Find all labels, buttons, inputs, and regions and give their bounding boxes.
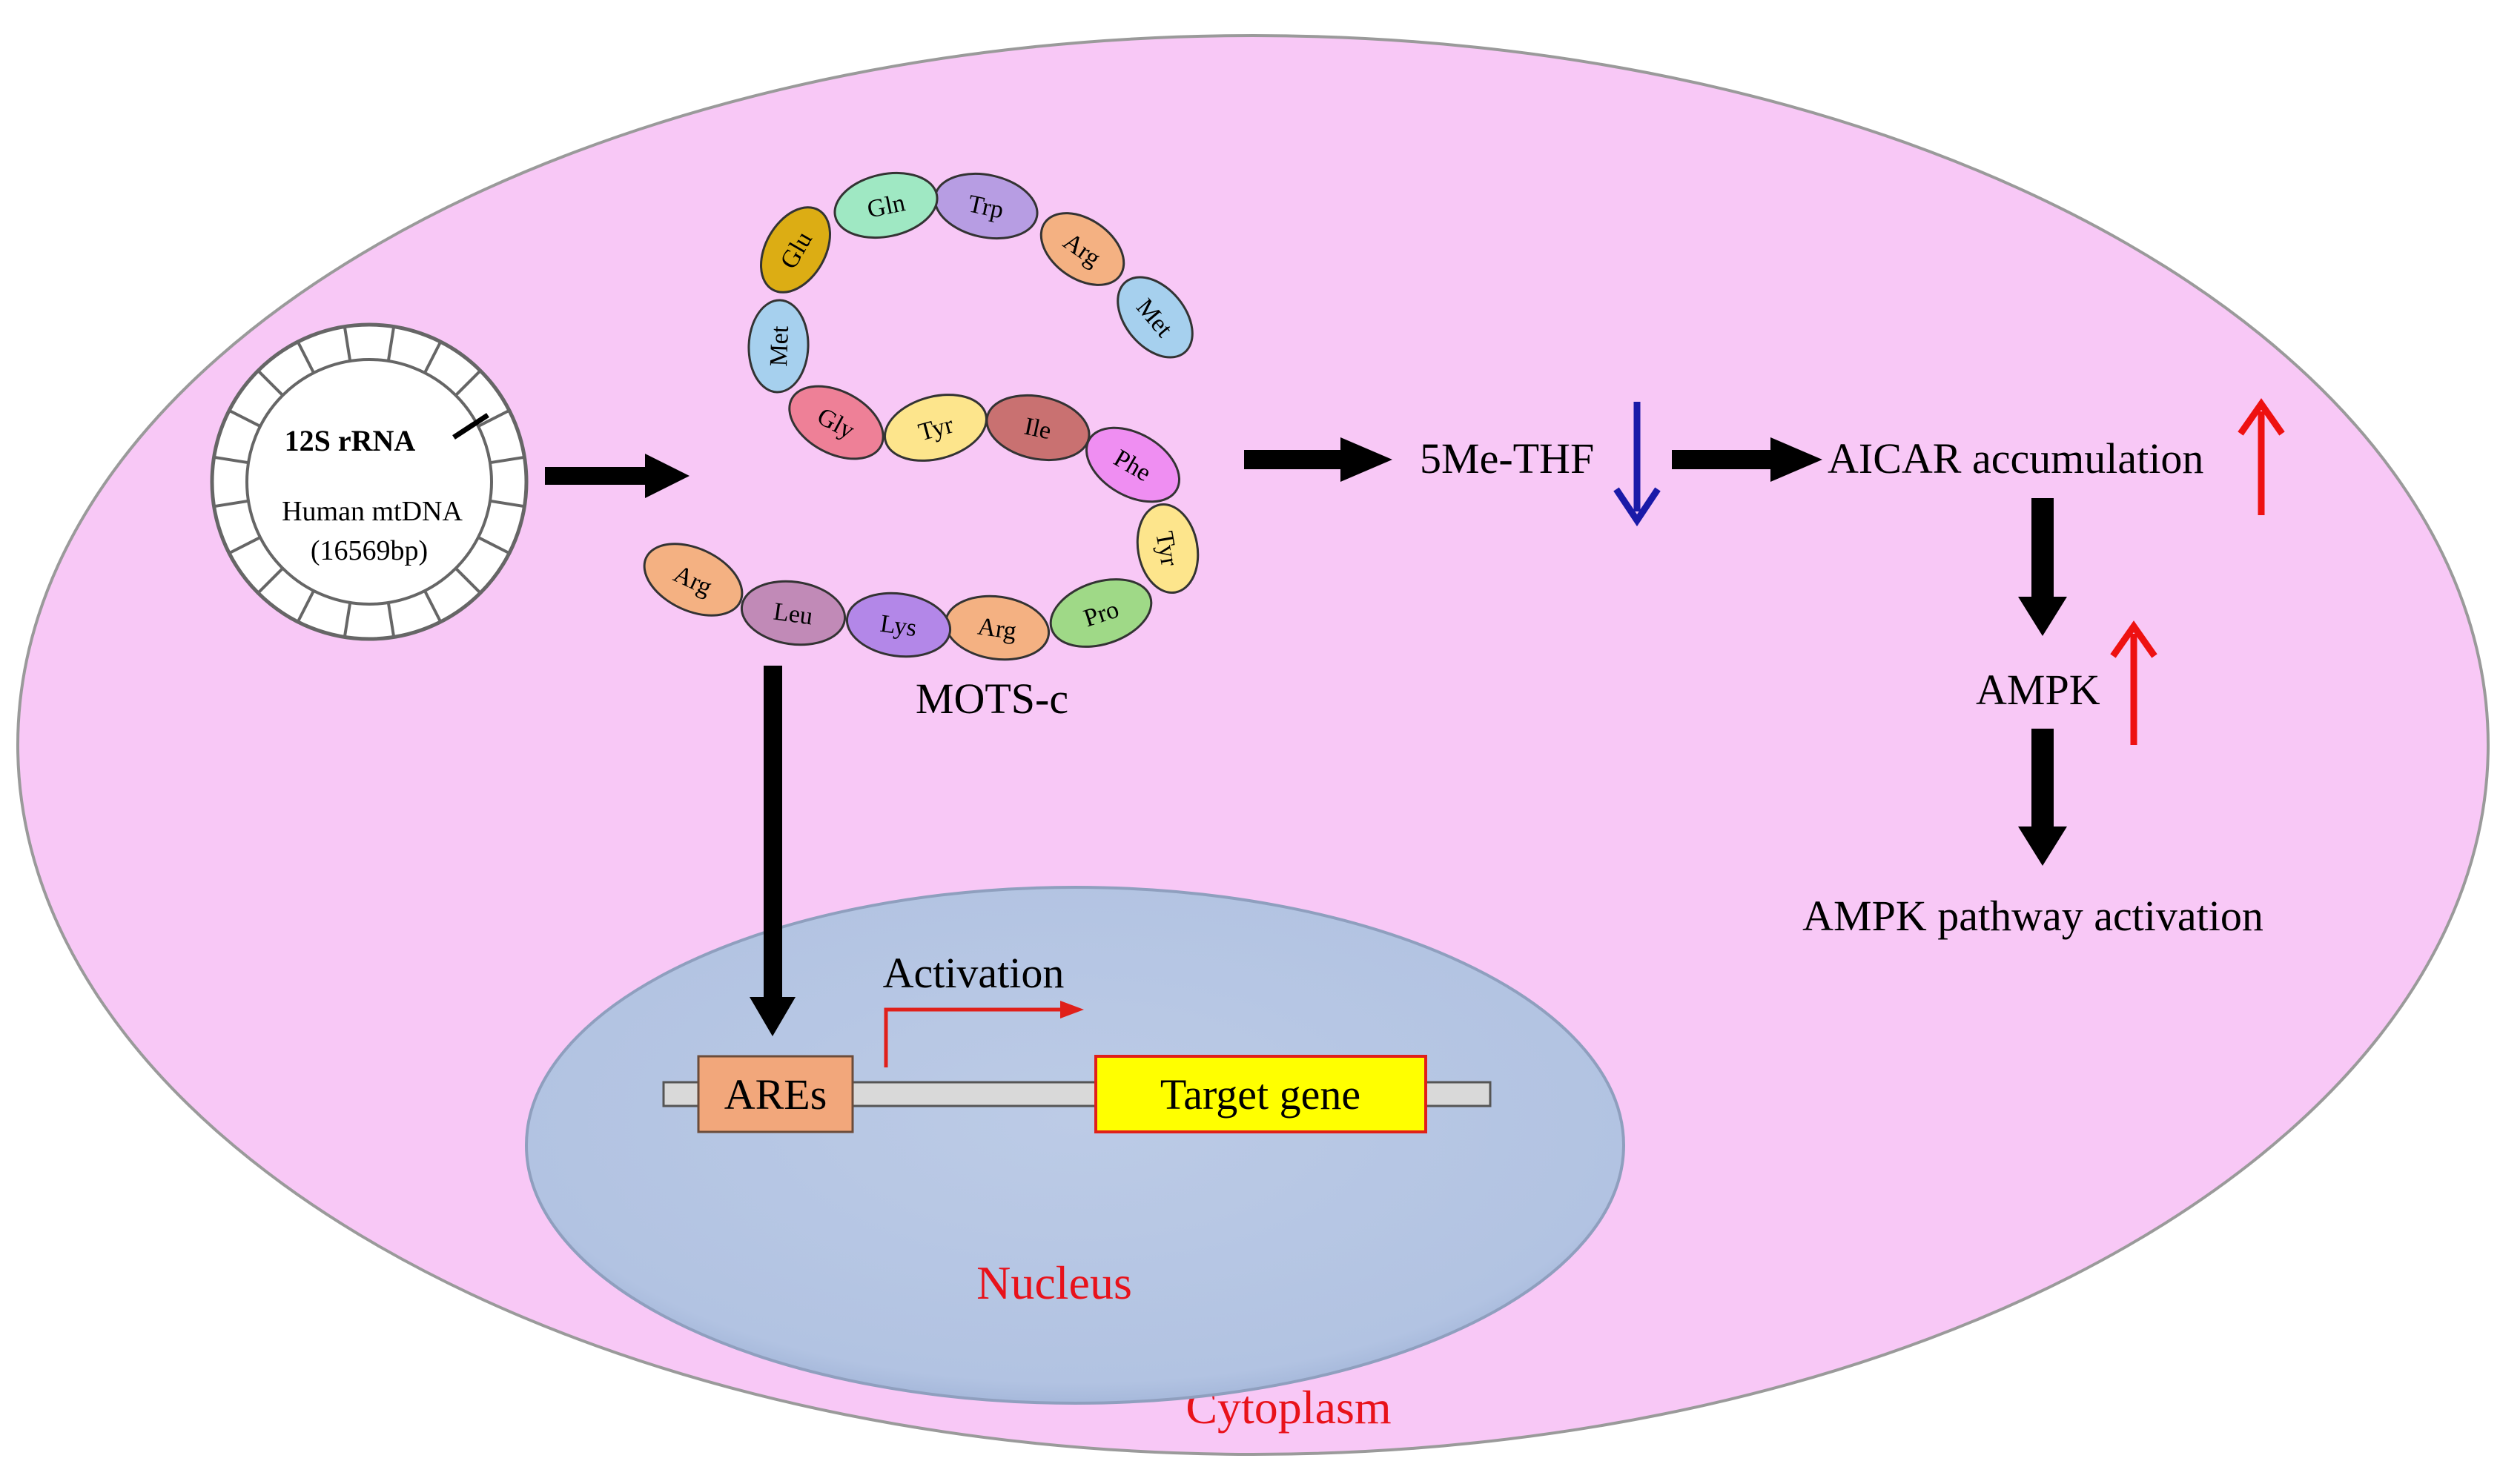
- residue-glu-5: Glu: [760, 206, 831, 294]
- arrow-motsc-to-5methf: [1244, 437, 1392, 482]
- residue-arg-13: Arg: [944, 594, 1051, 661]
- arrow-ampk-to-activation: [2018, 729, 2067, 866]
- mtdna-circle: [210, 322, 529, 641]
- ares-box: [697, 1055, 854, 1133]
- target-gene-label: Target gene: [1160, 1070, 1360, 1119]
- ampk-label: AMPK: [1976, 666, 2100, 714]
- residue-label: Met: [765, 325, 794, 367]
- residue-label: Tyr: [1150, 529, 1183, 569]
- ares-label: AREs: [724, 1070, 827, 1119]
- residue-met-1: Met: [1117, 276, 1194, 359]
- nucleus-ellipse: [525, 886, 1625, 1405]
- activation-arrow-icon: [884, 1001, 1084, 1067]
- ampk-increase-arrow-icon: [2110, 620, 2157, 745]
- residue-gly-7: Gly: [788, 385, 884, 460]
- residue-tyr-11: Tyr: [1136, 503, 1200, 594]
- gene-label-12s-rrna: 12S rRNA: [285, 424, 416, 457]
- residue-gln-4: Gln: [833, 171, 939, 239]
- residue-label: Arg: [976, 613, 1018, 646]
- residue-tyr-8: Tyr: [884, 394, 988, 462]
- arrow-motsc-to-ares: [750, 666, 796, 1036]
- aicar-accumulation: AICAR accumulation: [1828, 434, 2203, 483]
- residue-leu-15: Leu: [740, 580, 847, 646]
- residue-phe-10: Phe: [1085, 426, 1181, 503]
- arrow-mtdna-to-motsc: [545, 454, 690, 498]
- mtdna-name: Human mtDNA: [282, 496, 463, 527]
- residue-label: Leu: [772, 597, 814, 630]
- residue-ile-9: Ile: [985, 394, 1091, 462]
- 12s-rrna-marker: [452, 413, 489, 440]
- target-gene-box: [1094, 1055, 1427, 1133]
- metabolite-5methf: 5Me-THF: [1420, 434, 1594, 483]
- increase-arrow-icon: [2238, 398, 2285, 515]
- residue-pro-12: Pro: [1049, 578, 1153, 648]
- residue-lys-14: Lys: [845, 592, 952, 658]
- arrow-aicar-to-ampk: [2018, 498, 2067, 636]
- activation-label: Activation: [883, 949, 1065, 997]
- motsc-label: MOTS-c: [916, 675, 1068, 723]
- mtdna-size: (16569bp): [311, 535, 428, 566]
- residue-arg-2: Arg: [1039, 212, 1125, 286]
- nucleus-label: Nucleus: [976, 1256, 1132, 1309]
- residue-label: Lys: [879, 610, 919, 642]
- arrow-5methf-to-aicar: [1672, 437, 1822, 482]
- ampk-pathway-activation: AMPK pathway activation: [1802, 892, 2263, 940]
- decrease-arrow-icon: [1613, 402, 1661, 527]
- residue-met-6: Met: [747, 299, 810, 394]
- residue-label: Ile: [1022, 413, 1054, 445]
- residue-arg-16: Arg: [643, 543, 744, 617]
